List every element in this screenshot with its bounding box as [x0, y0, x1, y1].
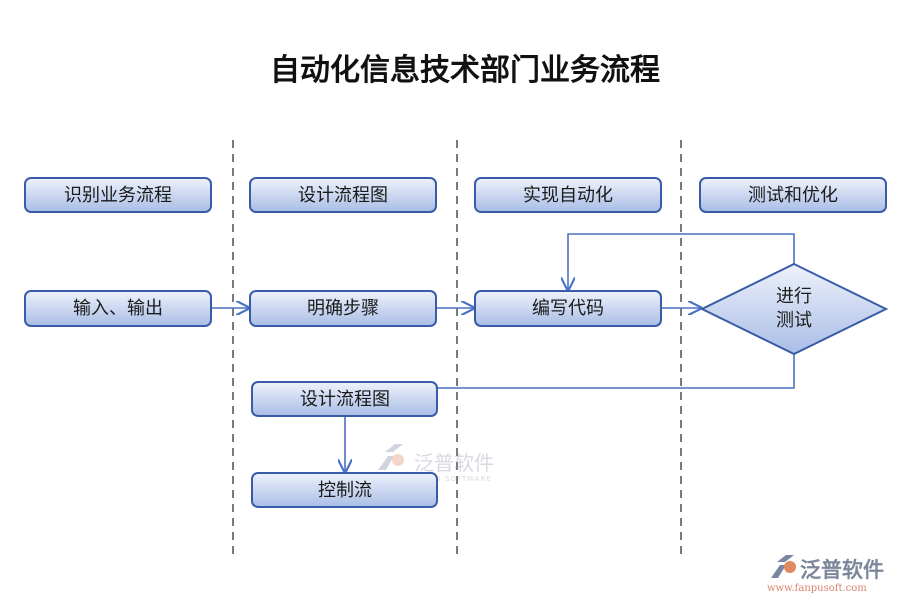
fanpu-logo: 泛普软件 www.fanpusoft.com	[767, 555, 884, 594]
svg-text:进行: 进行	[776, 286, 812, 307]
svg-text:编写代码: 编写代码	[532, 298, 604, 319]
step-control-flow: 控制流	[251, 472, 438, 508]
svg-text:输入、输出: 输入、输出	[73, 298, 163, 319]
lane-header-3: 实现自动化	[474, 177, 662, 213]
svg-text:设计流程图: 设计流程图	[300, 389, 390, 410]
svg-text:测试: 测试	[776, 310, 812, 331]
watermark-brand: 泛普软件	[414, 451, 494, 475]
lane-header-1: 识别业务流程	[24, 177, 212, 213]
feedback-connector	[437, 354, 795, 389]
step-clarify-steps: 明确步骤	[249, 290, 437, 327]
step-input-output: 输入、输出	[24, 290, 212, 327]
step-write-code: 编写代码	[474, 290, 662, 327]
logo-brand: 泛普软件	[800, 558, 884, 582]
step-design-flowchart: 设计流程图	[251, 381, 438, 417]
lane-header-4: 测试和优化	[699, 177, 887, 213]
svg-text:实现自动化: 实现自动化	[523, 185, 613, 206]
watermark: 泛普软件 FANPU SOFTWARE	[378, 444, 494, 483]
watermark-sub: FANPU SOFTWARE	[414, 475, 492, 483]
svg-text:明确步骤: 明确步骤	[307, 298, 379, 319]
svg-text:控制流: 控制流	[318, 480, 372, 501]
svg-text:测试和优化: 测试和优化	[748, 185, 838, 206]
loop-back-connector	[568, 233, 795, 290]
decision-test: 进行 测试	[699, 262, 889, 356]
svg-text:识别业务流程: 识别业务流程	[64, 185, 172, 206]
page-title: 自动化信息技术部门业务流程	[270, 53, 660, 88]
lane-header-2: 设计流程图	[249, 177, 437, 213]
logo-url: www.fanpusoft.com	[767, 583, 867, 594]
svg-text:设计流程图: 设计流程图	[298, 185, 388, 206]
